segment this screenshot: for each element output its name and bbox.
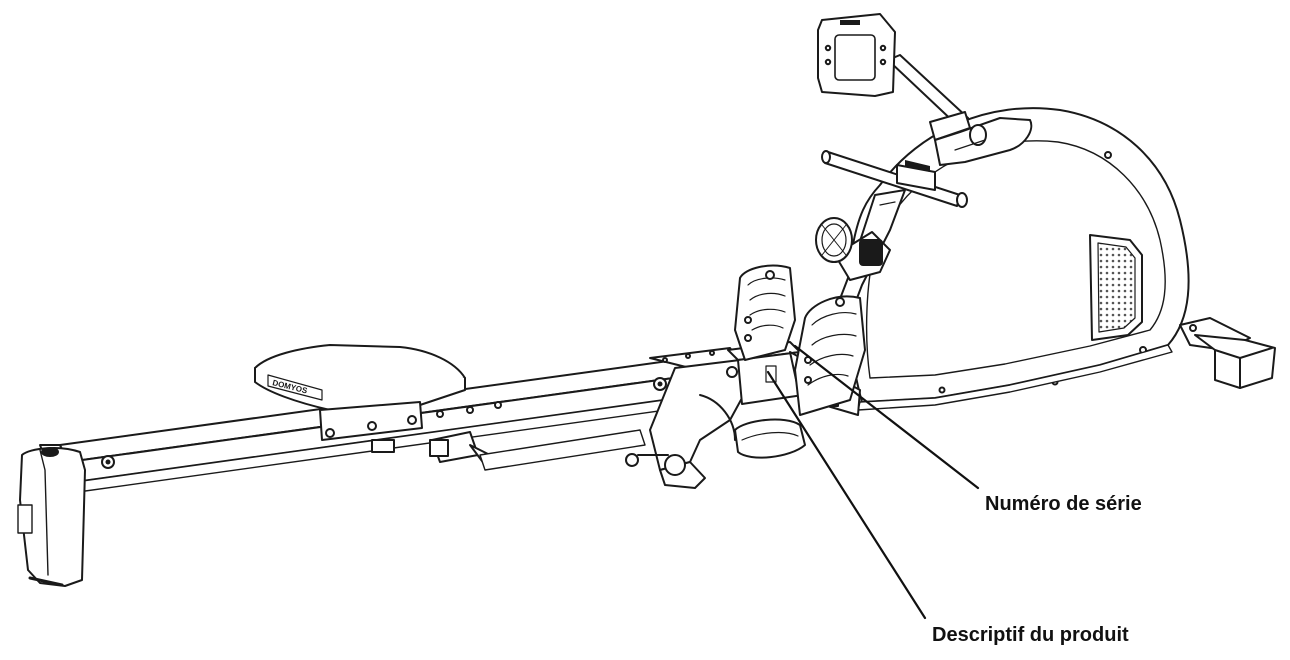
main-housing (847, 107, 1190, 411)
folding-latch (429, 429, 646, 471)
monitor-arm (887, 54, 1033, 166)
front-stabilizer (1179, 317, 1276, 389)
serial-number-leader-line (793, 344, 980, 490)
serial-number-label: Numéro de série (985, 493, 1142, 515)
product-description-label: Descriptif du produit (932, 624, 1129, 646)
resistance-knob (815, 217, 891, 281)
front-frame (625, 347, 743, 489)
rear-foot (17, 447, 86, 587)
product-description-leader-line (766, 370, 927, 620)
handle-bar (821, 150, 968, 208)
footrest-left (734, 264, 796, 361)
monitor (817, 13, 896, 97)
seat: DOMYOS (254, 344, 466, 453)
